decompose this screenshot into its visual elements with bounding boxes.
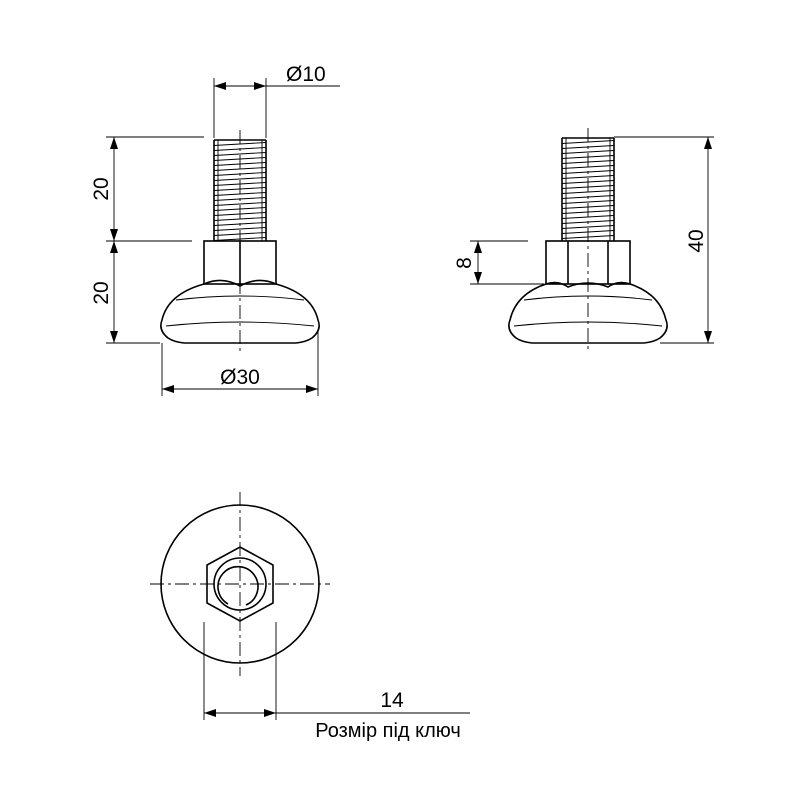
thread-line <box>213 152 267 156</box>
side-view: 8 40 <box>453 128 714 352</box>
dim-thread-diameter: Ø10 <box>213 63 340 138</box>
top-view: 14 Розмір під ключ <box>150 492 470 742</box>
thread-diameter-label: Ø10 <box>286 63 326 86</box>
thread-line <box>213 227 267 231</box>
base-diameter-label: Ø30 <box>220 366 260 389</box>
dim-total-height: 40 <box>614 136 714 344</box>
front-view: Ø10 20 20 Ø30 <box>90 63 340 396</box>
thread-line <box>561 150 615 154</box>
dim-base-diameter: Ø30 <box>161 330 319 396</box>
thread-line <box>213 177 267 181</box>
hex-height-label: 8 <box>453 257 476 269</box>
wrench-size-label: 14 <box>380 689 404 712</box>
base-height-label: 20 <box>90 281 113 304</box>
thread-line <box>561 175 615 179</box>
total-height-label: 40 <box>685 229 708 252</box>
stud-thread-arc <box>217 565 259 606</box>
front-dome-base <box>160 279 320 344</box>
thread-length-label: 20 <box>90 177 113 200</box>
thread-line <box>561 200 615 204</box>
dim-wrench-size: 14 Розмір під ключ <box>203 622 470 742</box>
dim-hex-height: 8 <box>453 240 544 285</box>
wrench-note: Розмір під ключ <box>315 720 461 742</box>
thread-line <box>213 202 267 206</box>
dim-base-height: 20 <box>90 241 160 344</box>
dim-thread-length: 20 <box>90 136 204 242</box>
thread-line <box>561 225 615 229</box>
